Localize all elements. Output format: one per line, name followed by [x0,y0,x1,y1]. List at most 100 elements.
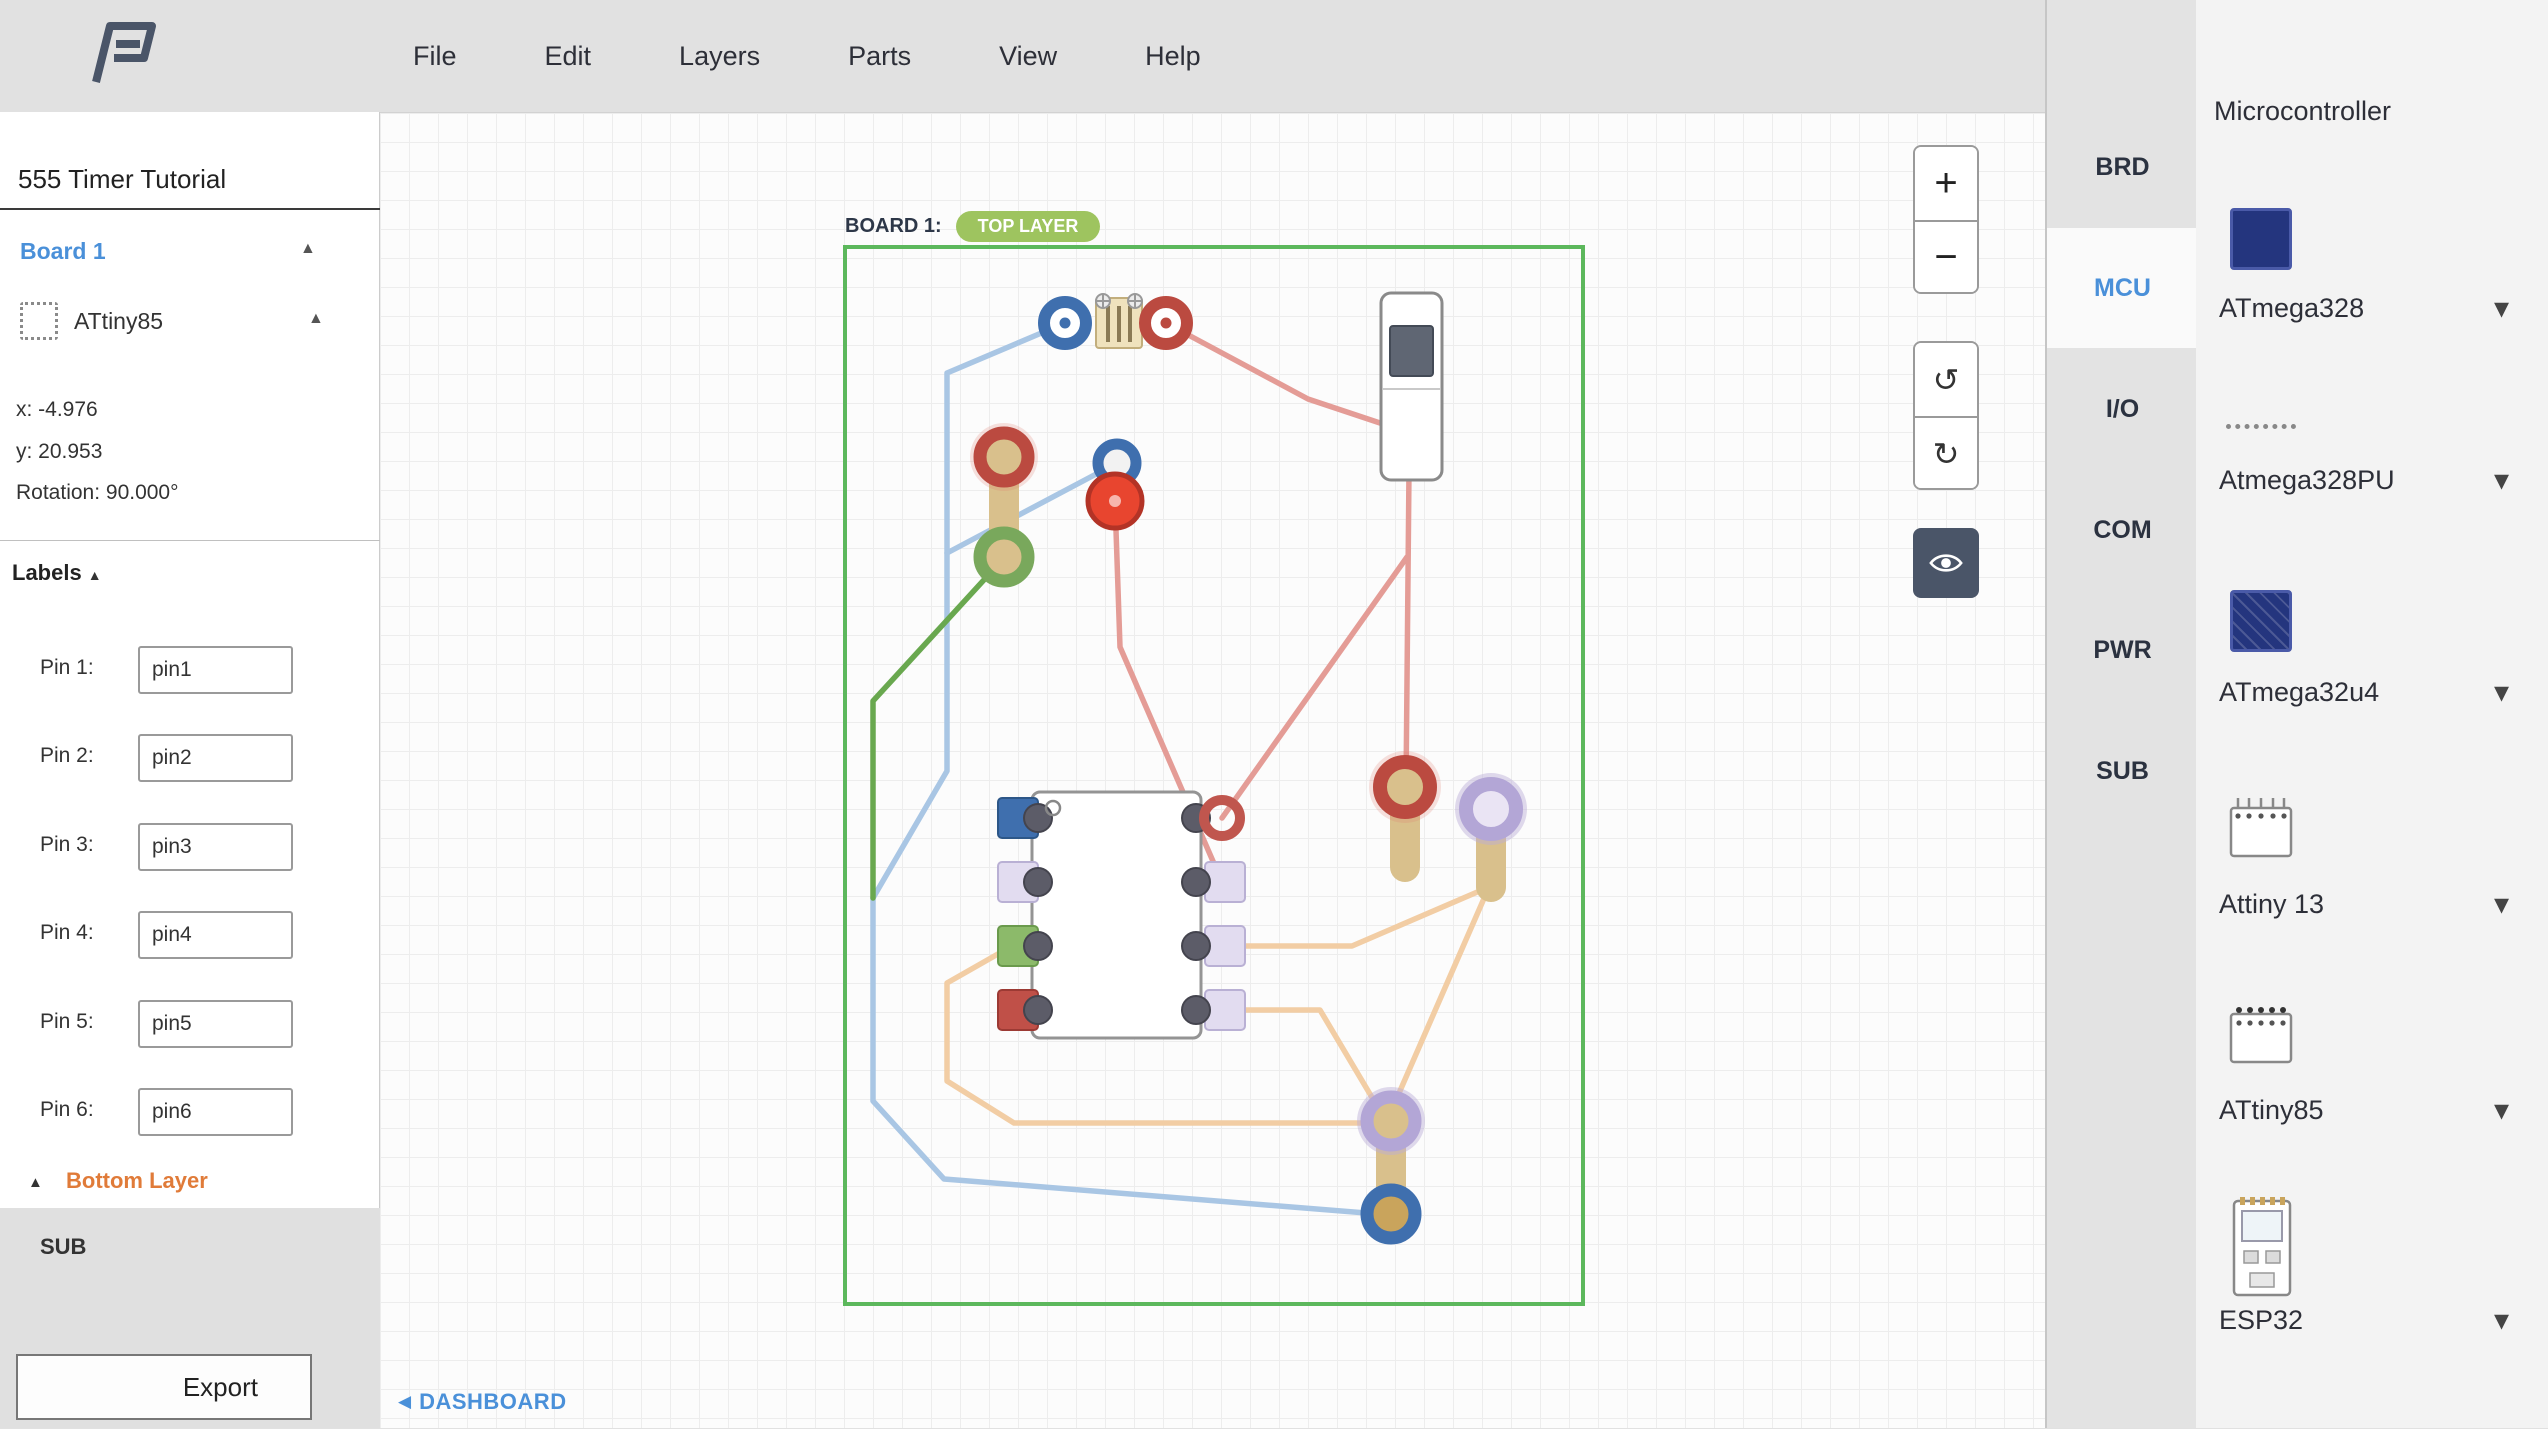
component-outline-icon [20,302,58,340]
category-tab-pwr[interactable]: PWR [2093,635,2152,664]
part-item-atmega328pu[interactable]: Atmega328PU ▾ [2219,463,2509,497]
pcb-resonator-component[interactable] [1095,293,1143,349]
pad-purple-bottom[interactable] [1360,1090,1422,1152]
menu-file[interactable]: File [413,40,457,71]
back-arrow-icon: ◀ [398,1392,412,1411]
zoom-controls: + − [1913,145,1979,294]
pcb-trace-green[interactable] [870,555,1007,901]
sidebar-item-board1[interactable]: Board 1 [20,238,106,264]
pin6-label: Pin 6: [40,1098,94,1121]
labels-section-header[interactable]: Labels▲ [12,560,102,585]
pin4-label: Pin 4: [40,921,94,944]
pcb-switch-component[interactable] [1379,291,1444,482]
pcb-drawing[interactable] [380,113,2045,1429]
menu-view[interactable]: View [999,40,1058,71]
zoom-in-button[interactable]: + [1915,147,1977,220]
parts-panel: Microcontroller ATmega328 ▾ Atmega328PU … [2196,0,2548,1428]
pin5-label: Pin 5: [40,1010,94,1033]
left-sidebar: 555 Timer Tutorial Board 1 ▲ ATtiny85 ▲ … [0,112,380,1428]
pad-blue-top-center [1059,317,1071,329]
pin1-input[interactable] [138,646,293,694]
pin4-input[interactable] [138,911,293,959]
bottom-layer-section[interactable]: ▲ Bottom Layer [0,1164,380,1208]
chevron-down-icon[interactable]: ▾ [2493,291,2509,325]
pad-red-right[interactable] [1373,755,1437,819]
parts-panel-title: Microcontroller [2214,96,2392,126]
chevron-up-icon: ▲ [87,567,102,583]
menu-edit[interactable]: Edit [544,40,592,71]
dashboard-link[interactable]: ◀ DASHBOARD [398,1389,567,1414]
part-item-attiny13[interactable]: Attiny 13 ▾ [2219,887,2509,921]
component-x-coordinate: x: -4.976 [16,398,98,421]
pin-row: Pin 5: [0,1000,380,1048]
chevron-down-icon[interactable]: ▾ [2493,1093,2509,1127]
zoom-out-button[interactable]: − [1915,220,1977,292]
eye-icon [1929,554,1963,572]
pcb-trace-bottom-copper[interactable] [944,884,1492,1126]
project-title: 555 Timer Tutorial [18,164,227,194]
menu-bar: File Edit Layers Parts View Help [413,0,1201,112]
pad-purple-right[interactable] [1459,777,1523,841]
menu-help[interactable]: Help [1145,40,1201,71]
chevron-up-icon[interactable]: ▲ [300,240,316,257]
pcb-canvas[interactable]: BOARD 1: TOP LAYER + − ↺ ↻ ◀ DASHBOARD [380,112,2045,1428]
top-layer-badge: TOP LAYER [955,211,1101,242]
chevron-down-icon[interactable]: ▾ [2493,675,2509,709]
chip-pin-holes [1023,803,1211,1025]
component-y-coordinate: y: 20.953 [16,440,103,463]
menu-parts[interactable]: Parts [848,40,912,71]
category-tab-sub[interactable]: SUB [2096,756,2149,785]
rotate-controls: ↺ ↻ [1913,341,1979,490]
pin1-label: Pin 1: [40,656,94,679]
chevron-up-icon[interactable]: ▲ [308,310,324,327]
pad-green-left[interactable] [973,526,1035,588]
pcb-board-outline[interactable] [843,245,1585,1306]
collapse-up-icon[interactable]: ▲ [28,1174,43,1191]
category-tab-com[interactable]: COM [2093,515,2152,544]
bottom-layer-label: Bottom Layer [66,1168,208,1193]
app-logo-icon [92,22,156,83]
visibility-toggle-button[interactable] [1913,528,1979,598]
rotate-ccw-button[interactable]: ↺ [1915,343,1977,416]
pcb-pads[interactable] [973,296,1523,1245]
chip-pin1-indicator [1044,799,1062,817]
chevron-down-icon[interactable]: ▾ [2493,1303,2509,1337]
atmega32u4-icon [2230,590,2292,652]
pcb-ic-chip[interactable] [997,790,1246,1040]
category-tab-io[interactable]: I/O [2105,394,2140,423]
part-item-esp32[interactable]: ESP32 ▾ [2219,1303,2509,1337]
sub-section-label: SUB [40,1234,87,1259]
sidebar-item-attiny85[interactable]: ATtiny85 [74,308,164,334]
pin5-input[interactable] [138,1000,293,1048]
pin-row: Pin 2: [0,734,380,782]
part-item-atmega328[interactable]: ATmega328 ▾ [2219,291,2509,325]
pin3-label: Pin 3: [40,833,94,856]
atmega328pu-icon [2226,424,2296,429]
category-tab-brd[interactable]: BRD [2095,152,2150,181]
component-rotation: Rotation: 90.000° [16,481,179,504]
board-number-label: BOARD 1: [845,215,942,237]
category-tab-mcu[interactable]: MCU [2047,228,2198,348]
pad-red-led-center [1109,495,1121,507]
pin-row: Pin 1: [0,646,380,694]
rotate-cw-button[interactable]: ↻ [1915,416,1977,488]
attiny85-icon [2229,1007,2293,1064]
chip-pin8-pad[interactable] [1199,795,1245,841]
pin2-label: Pin 2: [40,744,94,767]
chevron-down-icon[interactable]: ▾ [2493,463,2509,497]
pad-red-top-center [1160,317,1172,329]
pin2-input[interactable] [138,734,293,782]
pad-blue-bottom[interactable] [1360,1183,1422,1245]
pin6-input[interactable] [138,1088,293,1136]
menu-layers[interactable]: Layers [679,40,761,71]
pad-red-left[interactable] [973,426,1035,488]
esp32-icon [2232,1197,2292,1297]
pin3-input[interactable] [138,823,293,871]
export-button[interactable]: Export [16,1354,312,1420]
part-item-attiny85[interactable]: ATtiny85 ▾ [2219,1093,2509,1127]
part-item-atmega32u4[interactable]: ATmega32u4 ▾ [2219,675,2509,709]
chevron-down-icon[interactable]: ▾ [2493,887,2509,921]
board-caption: BOARD 1: TOP LAYER [845,211,1101,242]
sidebar-footer-section: SUB Export [0,1208,380,1428]
divider [0,208,380,210]
